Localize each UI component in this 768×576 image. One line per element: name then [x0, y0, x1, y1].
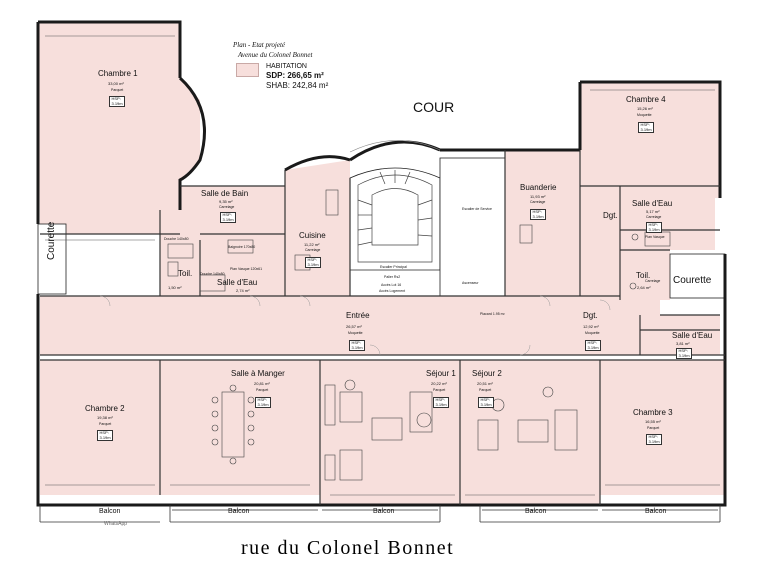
hsp-chambre-3: HSP:3.19m	[646, 434, 663, 445]
plan-address: Avenue du Colonel Bonnet	[238, 51, 313, 59]
area-sejour-2: 20,51 m²	[477, 381, 493, 386]
room-sejour-2: Séjour 2	[472, 369, 502, 378]
label-placard: Placard 1.95 m²	[480, 312, 505, 316]
hsp-salle-eau-3: HSP:3.19m	[676, 348, 693, 359]
balcon-label-1: Balcon	[99, 508, 121, 515]
balcon-label-2: Balcon	[228, 508, 250, 515]
label-escalier-service: Escalier de Service	[462, 207, 492, 211]
floor-sejour-1: Parquet	[433, 388, 446, 392]
room-toil-2: Toil.	[636, 271, 651, 280]
room-chambre-2: Chambre 2	[85, 404, 125, 413]
room-chambre-3: Chambre 3	[633, 408, 673, 417]
hsp-chambre-4: HSP:3.19m	[638, 122, 655, 133]
dimension-lines	[45, 35, 720, 496]
room-buanderie: Buanderie	[520, 183, 557, 192]
area-dgt-2: 12,92 m²	[583, 324, 599, 329]
floor-salle-de-bain: Carrelage	[219, 205, 235, 209]
area-chambre-2: 19,38 m²	[97, 415, 113, 420]
floor-dgt-2: Moquette	[585, 331, 600, 335]
label-douche-1: Douche 140x80	[164, 237, 189, 241]
room-salle-a-manger: Salle à Manger	[231, 369, 285, 378]
area-chambre-1: 33,00 m²	[108, 81, 124, 86]
label-acces-logement: Accès Logement	[379, 289, 406, 293]
label-palier: Palier Rs2	[384, 275, 401, 279]
floor-sejour-2: Parquet	[479, 388, 492, 392]
label-plan-vasque-1: Plan Vasque 120x61	[230, 267, 263, 271]
courtyard-label: COUR	[413, 99, 455, 115]
staircase	[357, 170, 433, 263]
room-salle-eau-1: Salle d'Eau	[217, 278, 258, 287]
door-swings	[99, 295, 611, 356]
hsp-sejour-1: HSP:3.19m	[433, 397, 450, 408]
floor-chambre-2: Parquet	[99, 422, 112, 426]
legend-sdp: SDP: 266,65 m²	[266, 71, 324, 80]
label-acces-lot: Accès Lot 16	[381, 283, 402, 287]
hsp-dgt-2: HSP:3.19m	[585, 340, 602, 351]
area-salle-a-manger: 20,81 m²	[254, 381, 270, 386]
balcon-label-3: Balcon	[373, 508, 395, 515]
courette-left-label: Courette	[46, 221, 57, 260]
area-salle-eau-2: 5,17 m²	[646, 209, 660, 214]
label-plan-vasque-2: Plan Vasque	[645, 235, 665, 239]
habitation-fill	[38, 22, 725, 505]
area-toil-1: 1,50 m²	[168, 285, 182, 290]
habitation-legend-swatch	[236, 63, 259, 77]
floor-salle-a-manger: Parquet	[256, 388, 269, 392]
room-cuisine: Cuisine	[299, 231, 326, 240]
label-escalier-principal: Escalier Principal	[380, 265, 407, 269]
room-chambre-4: Chambre 4	[626, 95, 666, 104]
watermark: WhatsApp	[104, 521, 128, 527]
hsp-buanderie: HSP:3.19m	[530, 209, 547, 220]
hsp-cuisine: HSP:3.19m	[305, 257, 322, 268]
floor-toil-2: Carrelage	[645, 279, 661, 283]
floor-cuisine: Carrelage	[305, 248, 321, 252]
hsp-salle-eau-2: HSP:3.19m	[646, 222, 663, 233]
hsp-salle-a-manger: HSP:3.19m	[255, 397, 272, 408]
hsp-chambre-2: HSP:3.19m	[97, 430, 114, 441]
plan-title: Plan - Etat projeté	[233, 41, 286, 49]
room-sejour-1: Séjour 1	[426, 369, 456, 378]
area-chambre-4: 15,26 m²	[637, 106, 653, 111]
balconies	[39, 505, 721, 523]
floor-salle-eau-2: Carrelage	[646, 215, 662, 219]
area-buanderie: 11,93 m²	[530, 194, 546, 199]
label-ascenseur: Ascenseur	[462, 281, 479, 285]
courette-right-label: Courette	[673, 275, 712, 286]
floor-entree: Moquette	[348, 331, 363, 335]
area-salle-eau-3: 3,81 m²	[676, 341, 690, 346]
label-douche-2: Douche 140x80	[200, 272, 225, 276]
room-salle-eau-2: Salle d'Eau	[632, 199, 673, 208]
legend-shab: SHAB: 242,84 m²	[266, 81, 329, 90]
street-name: rue du Colonel Bonnet	[241, 537, 455, 559]
label-baignoire: Baignoire 170x80	[228, 245, 256, 249]
area-salle-eau-1: 2,74 m²	[236, 288, 250, 293]
balcon-label-5: Balcon	[645, 508, 667, 515]
floor-chambre-3: Parquet	[647, 426, 660, 430]
courtyards	[37, 157, 726, 299]
inner-walls	[40, 150, 725, 505]
room-salle-de-bain: Salle de Bain	[201, 189, 249, 198]
room-salle-eau-3: Salle d'Eau	[672, 331, 713, 340]
room-toil-1: Toil.	[178, 269, 193, 278]
area-cuisine: 11,22 m²	[304, 242, 320, 247]
hsp-entree: HSP:3.19m	[349, 340, 366, 351]
room-dgt-2: Dgt.	[583, 311, 598, 320]
hsp-chambre-1: HSP:3.19m	[109, 96, 126, 107]
balcon-label-4: Balcon	[525, 508, 547, 515]
floor-chambre-4: Moquette	[637, 113, 652, 117]
hsp-sejour-2: HSP:3.19m	[478, 397, 495, 408]
room-entree: Entrée	[346, 311, 370, 320]
area-entree: 26,57 m²	[346, 324, 362, 329]
area-salle-de-bain: 9,35 m²	[219, 199, 233, 204]
room-chambre-1: Chambre 1	[98, 69, 138, 78]
floor-chambre-1: Parquet	[111, 88, 124, 92]
hsp-salle-de-bain: HSP:3.19m	[220, 212, 237, 223]
floor-buanderie: Carrelage	[530, 200, 546, 204]
area-sejour-1: 20,22 m²	[431, 381, 447, 386]
legend-habitation: HABITATION	[266, 63, 307, 70]
area-toil-2: 2,64 m²	[637, 285, 651, 290]
room-dgt-1: Dgt.	[603, 211, 618, 220]
area-chambre-3: 16,55 m²	[645, 419, 661, 424]
